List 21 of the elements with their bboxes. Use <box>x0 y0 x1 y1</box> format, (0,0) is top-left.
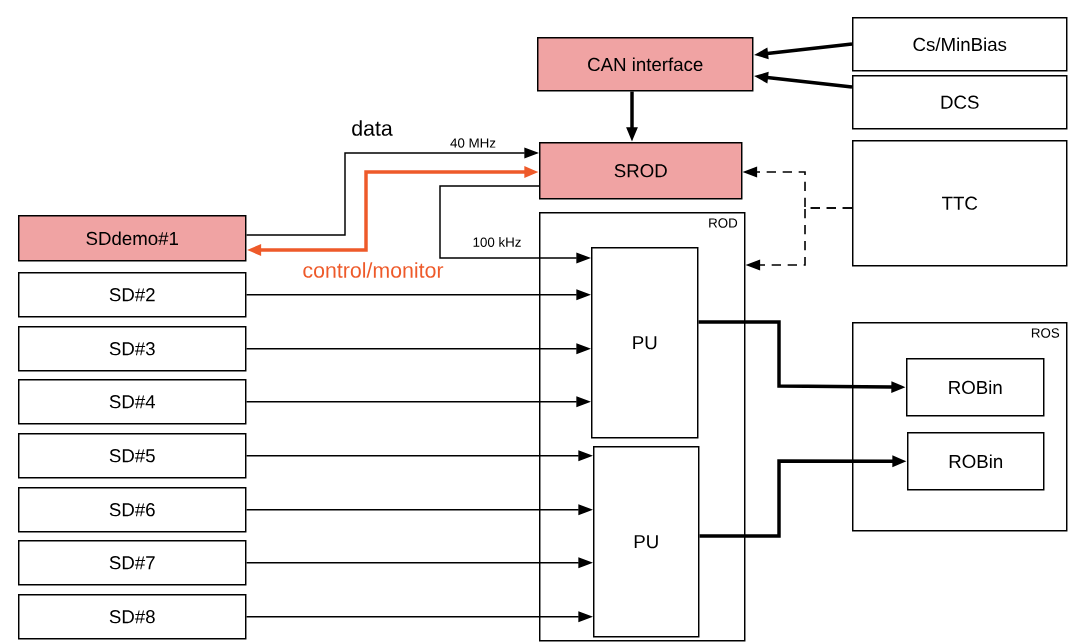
component-box: ROBin <box>907 432 1045 491</box>
component-box: TTC <box>852 140 1068 267</box>
component-box: ROBin <box>906 358 1045 417</box>
component-box: SD#3 <box>18 326 247 372</box>
component-box: PU <box>593 446 700 638</box>
component-box: PU <box>591 247 699 439</box>
component-box: SD#4 <box>18 379 247 425</box>
component-box: SD#6 <box>18 487 247 533</box>
component-box: Cs/MinBias <box>852 17 1068 72</box>
component-box: SDdemo#1 <box>18 215 247 262</box>
frequency-label: 40 MHz <box>448 136 498 150</box>
component-box: CAN interface <box>537 37 754 92</box>
component-box: SROD <box>539 142 743 200</box>
edge-label: data <box>349 118 395 138</box>
component-box: DCS <box>852 75 1068 130</box>
component-box: SD#7 <box>18 540 247 586</box>
edge-label: control/monitor <box>301 260 445 280</box>
component-box: SD#8 <box>18 594 247 640</box>
edge-label: 100 kHz <box>471 235 523 249</box>
component-box: SD#2 <box>18 272 247 318</box>
component-box: SD#5 <box>18 433 247 479</box>
